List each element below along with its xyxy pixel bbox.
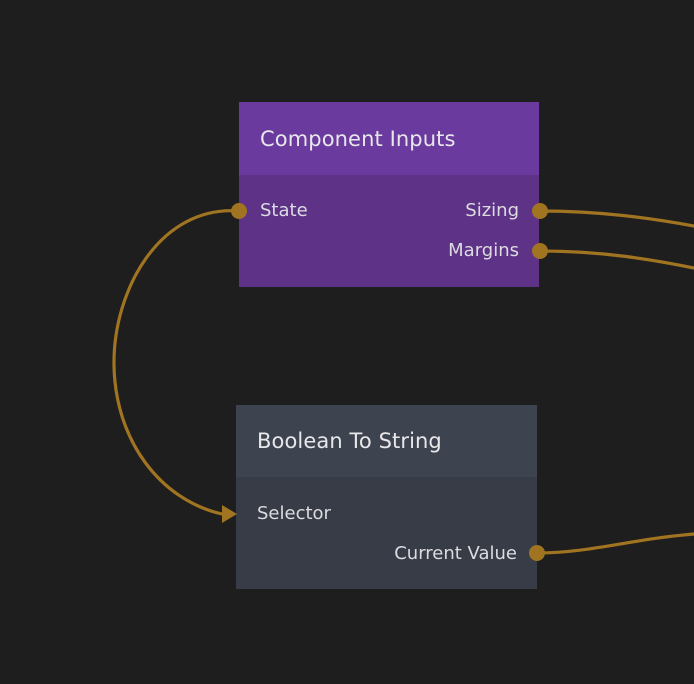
- wire-state-to-selector: [112, 209, 241, 516]
- port-connector-state-icon[interactable]: [231, 203, 247, 219]
- port-label-selector: Selector: [257, 503, 331, 524]
- node-boolean-to-string-header[interactable]: Boolean To String: [236, 405, 537, 477]
- port-row-selector[interactable]: Selector: [257, 503, 331, 525]
- node-boolean-to-string-title: Boolean To String: [257, 429, 442, 453]
- port-connector-current-value-icon[interactable]: [529, 545, 545, 561]
- wire-current-value-out: [535, 532, 694, 555]
- port-label-current-value: Current Value: [394, 543, 517, 564]
- port-label-state: State: [260, 200, 308, 221]
- wire-margins-out: [538, 249, 694, 270]
- node-component-inputs-body: State Sizing Margins: [239, 175, 539, 287]
- port-label-margins: Margins: [448, 240, 519, 261]
- port-connector-sizing-icon[interactable]: [532, 203, 548, 219]
- port-row-margins[interactable]: Margins: [448, 240, 519, 262]
- port-label-sizing: Sizing: [465, 200, 519, 221]
- node-boolean-to-string-body: Selector Current Value: [236, 477, 537, 589]
- port-row-sizing[interactable]: Sizing: [465, 200, 519, 222]
- port-connector-margins-icon[interactable]: [532, 243, 548, 259]
- node-component-inputs-header[interactable]: Component Inputs: [239, 102, 539, 175]
- node-component-inputs-title: Component Inputs: [260, 126, 456, 151]
- node-component-inputs[interactable]: Component Inputs State Sizing Margins: [239, 102, 539, 287]
- node-boolean-to-string[interactable]: Boolean To String Selector Current Value: [236, 405, 537, 589]
- wire-sizing-out: [538, 209, 694, 228]
- port-connector-selector-icon[interactable]: [222, 505, 237, 523]
- port-row-state[interactable]: State: [260, 200, 308, 222]
- port-row-current-value[interactable]: Current Value: [394, 543, 517, 565]
